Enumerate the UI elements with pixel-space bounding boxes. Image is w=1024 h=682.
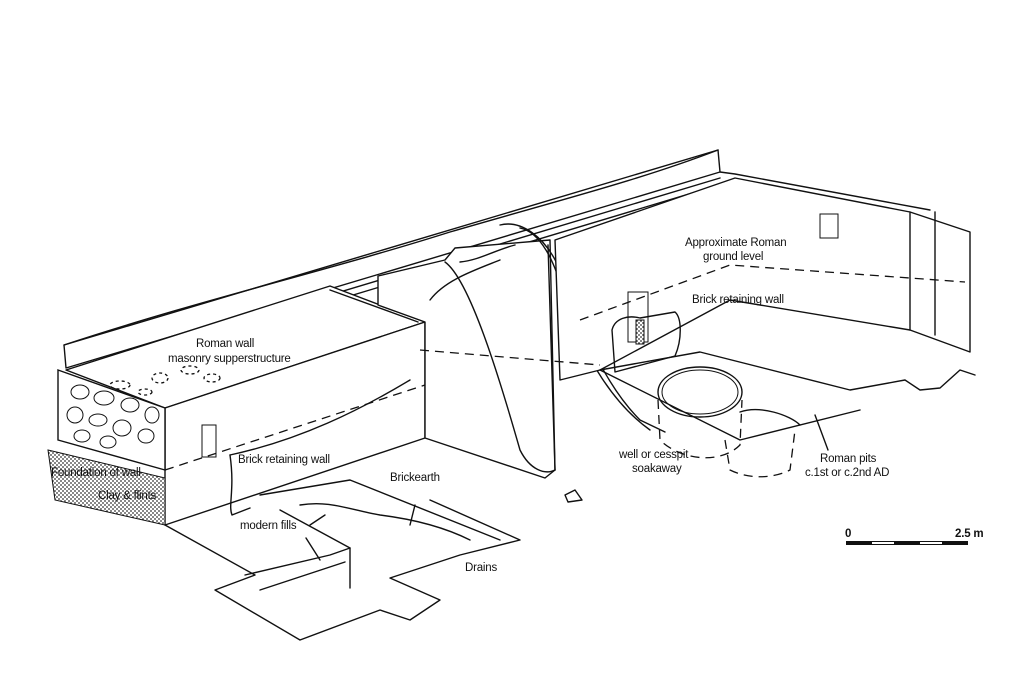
scale-start-label: 0 bbox=[845, 528, 852, 540]
scale-end-label: 2.5 m bbox=[955, 528, 984, 540]
scale-bar bbox=[846, 541, 968, 545]
label-roman-ground-2: ground level bbox=[703, 251, 764, 263]
label-pits-1: Roman pits bbox=[820, 453, 877, 465]
label-well-2: soakaway bbox=[632, 463, 682, 475]
label-roman-ground-1: Approximate Roman bbox=[685, 237, 787, 249]
label-brick-wall-back: Brick retaining wall bbox=[692, 294, 784, 306]
label-masonry: masonry supperstructure bbox=[168, 353, 291, 365]
label-brickearth: Brickearth bbox=[390, 472, 440, 484]
label-drains: Drains bbox=[465, 562, 498, 574]
label-modern-fills: modern fills bbox=[240, 520, 297, 532]
label-roman-wall: Roman wall bbox=[196, 338, 255, 350]
label-brick-wall-front: Brick retaining wall bbox=[238, 454, 330, 466]
trench-back-wall-right bbox=[419, 177, 971, 381]
trench-floor-right bbox=[599, 351, 976, 478]
trench-floor-lower bbox=[164, 479, 583, 641]
central-wall-section bbox=[377, 223, 666, 479]
label-well-1: well or cesspit bbox=[619, 449, 689, 461]
label-pits-2: c.1st or c.2nd AD bbox=[805, 467, 890, 479]
label-foundation: Foundation of wall bbox=[51, 467, 141, 479]
roman-wall-block-left bbox=[47, 285, 426, 526]
label-clay-flints: Clay & flints bbox=[98, 490, 157, 502]
